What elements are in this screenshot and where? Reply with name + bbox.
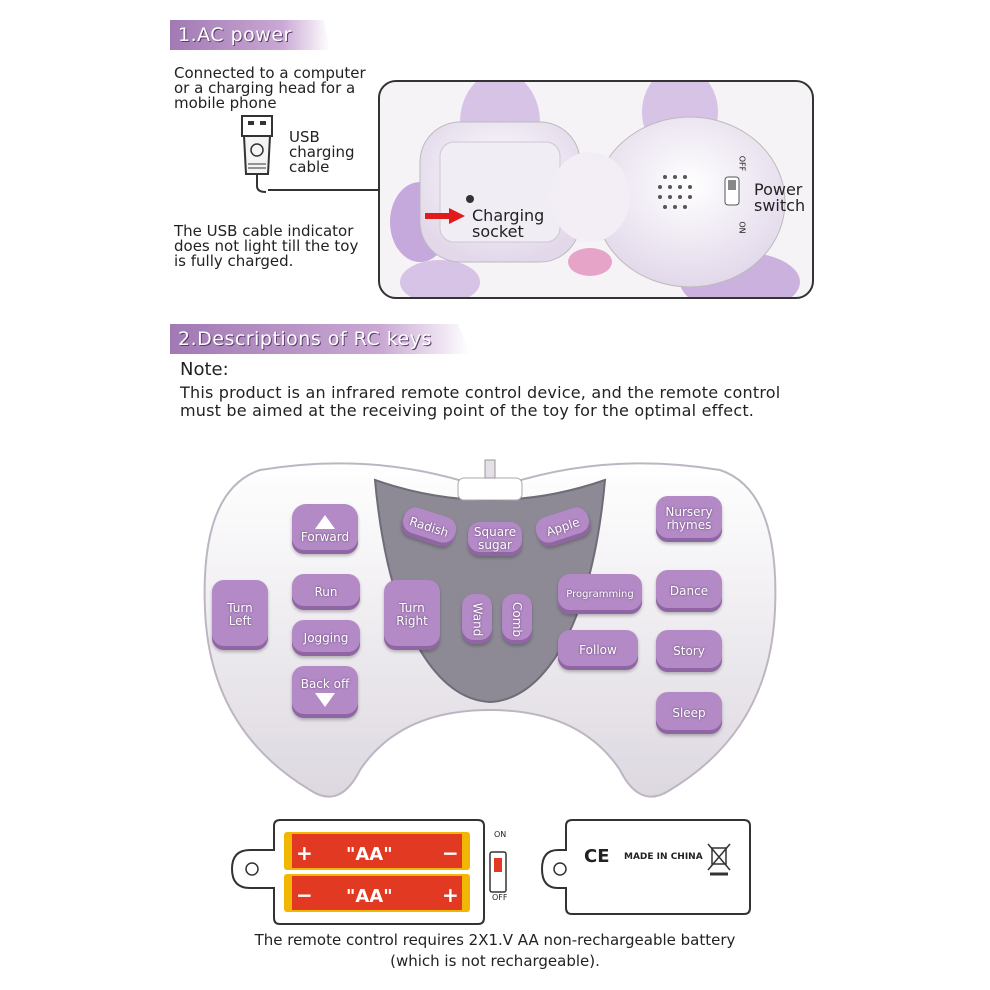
note-title: Note: [180,359,229,380]
story-button[interactable]: Story [656,630,722,672]
section2-banner: 2.Descriptions of RC keys [170,324,470,354]
jogging-label: Jogging [303,630,349,645]
battery-switch-on: ON [494,830,507,839]
red-arrow-icon [425,208,465,224]
square-sugar-label-1: Square [473,525,517,539]
section1-title: 1.AC power [178,24,292,46]
down-arrow-icon [315,692,335,707]
battery-aa-label-2: "AA" [346,886,393,907]
up-arrow-icon [315,514,335,529]
banner-background [170,20,330,50]
footer-line1: The remote control requires 2X1.V AA non… [254,931,736,949]
charging-label-line2: socket [472,222,524,241]
indicator-note-line3: is fully charged. [174,252,294,270]
svg-text:+: + [296,841,313,865]
square-sugar-label-2: sugar [478,538,512,552]
footer-line2: (which is not rechargeable). [390,952,600,970]
computer-note-line1: Connected to a computer [174,64,366,82]
battery-switch-off: OFF [492,893,508,902]
sleep-label: Sleep [672,705,706,720]
switch-off-label: OFF [737,155,747,172]
note-line1: This product is an infrared remote contr… [180,383,781,402]
forward-button[interactable]: Forward [292,504,358,554]
back-off-label: Back off [300,676,350,691]
comb-button[interactable]: Comb [502,594,532,644]
indicator-note-line1: The USB cable indicator [174,222,354,240]
nursery-rhymes-button[interactable]: Nursery rhymes [656,496,722,542]
turn-left-label-2: Left [228,614,252,628]
dance-label: Dance [669,583,709,598]
switch-on-label: ON [737,221,747,234]
usb-label-line1: USB [289,128,320,146]
follow-label: Follow [579,642,617,657]
sleep-button[interactable]: Sleep [656,692,722,734]
square-sugar-button[interactable]: Square sugar [468,522,522,556]
recycle-bin-icon [707,843,731,876]
turn-left-label-1: Turn [227,601,253,615]
usb-label-line2: charging [289,143,355,161]
svg-text:−: − [296,883,313,907]
indicator-note-line2: does not light till the toy [174,237,359,255]
turn-right-button[interactable]: Turn Right [384,580,440,650]
dance-button[interactable]: Dance [656,570,722,612]
back-off-button[interactable]: Back off [292,666,358,718]
section2-title: 2.Descriptions of RC keys [178,328,432,350]
toy-photo: Charging socket Power switch OFF ON [378,80,814,299]
battery-aa-label-1: "AA" [346,844,393,865]
charging-label-line1: Charging [472,206,545,225]
usb-plug-icon [241,115,273,193]
section1-banner: 1.AC power [170,20,330,50]
turn-right-label-2: Right [396,614,428,628]
svg-text:−: − [442,841,459,865]
power-label-line1: Power [754,180,803,199]
programming-button[interactable]: Programming [558,574,642,614]
programming-label: Programming [566,588,634,600]
apple-label: Apple [544,514,582,539]
turn-right-label-1: Turn [399,601,425,615]
svg-text:+: + [442,883,459,907]
toy-illustration [390,82,800,297]
ce-mark: CE [584,846,610,867]
note-line2: must be aimed at the receiving point of … [180,401,755,420]
nursery-rhymes-label-2: rhymes [666,518,712,532]
power-label-line2: switch [754,196,806,215]
usb-label-line3: cable [289,158,330,176]
banner-background [170,324,470,354]
turn-left-button[interactable]: Turn Left [212,580,268,650]
made-in-china: MADE IN CHINA [624,852,703,862]
computer-note-line2: or a charging head for a [174,79,356,97]
battery-compartment: + − − + [230,819,751,925]
story-label: Story [673,643,705,658]
remote-control: Forward Turn Left Run Jogging Turn Right… [200,450,780,810]
forward-label: Forward [300,529,350,544]
computer-note-line3: mobile phone [174,94,277,112]
radish-label: Radish [407,513,451,540]
jogging-button[interactable]: Jogging [292,620,360,656]
nursery-rhymes-label-1: Nursery [665,505,713,519]
follow-button[interactable]: Follow [558,630,638,670]
wand-button[interactable]: Wand [462,594,492,644]
run-button[interactable]: Run [292,574,360,610]
comb-label: Comb [510,601,525,637]
wand-label: Wand [470,602,485,636]
run-label: Run [314,584,338,599]
